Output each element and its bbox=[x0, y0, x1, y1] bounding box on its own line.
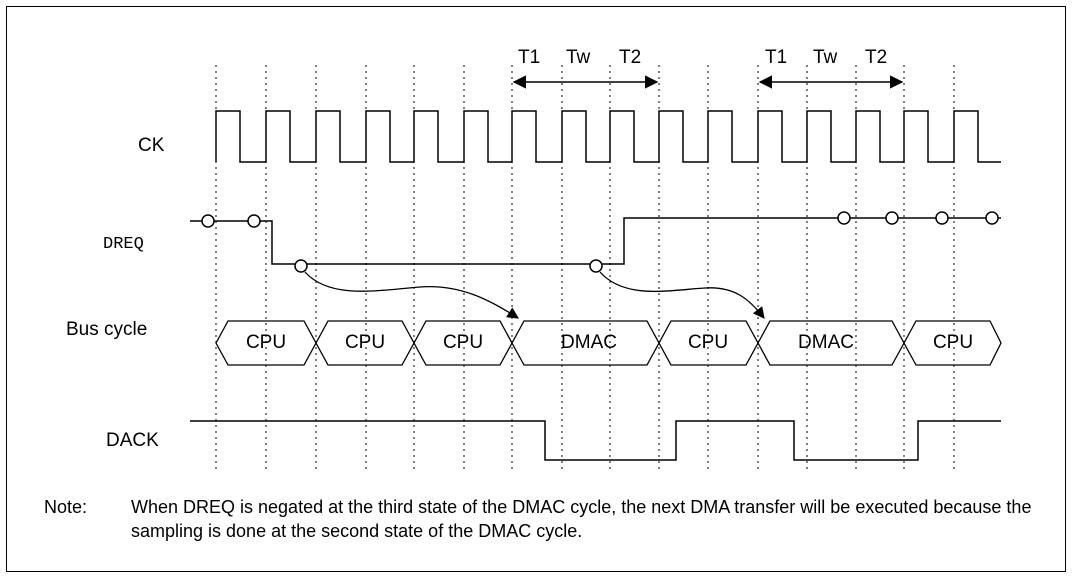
sample-circle bbox=[837, 211, 851, 225]
dreq-label: DREQ bbox=[103, 235, 144, 254]
dreq-waveform bbox=[190, 217, 1001, 265]
sampling-arrow-2 bbox=[599, 271, 765, 319]
ck-label: CK bbox=[138, 135, 165, 156]
dack-label: DACK bbox=[106, 430, 159, 451]
ck-waveform bbox=[215, 110, 1001, 163]
sample-circle bbox=[247, 214, 261, 228]
bus-cycle-shapes bbox=[215, 320, 1002, 366]
state-label-t1: T1 bbox=[765, 47, 788, 68]
state-label-t1: T1 bbox=[518, 47, 541, 68]
sampling-arrow-1 bbox=[304, 271, 519, 319]
bus-cycle-text: CPU bbox=[245, 332, 287, 353]
note-head: Note: bbox=[44, 497, 88, 517]
bus-cycle-text: CPU bbox=[344, 332, 386, 353]
bus-cycle-text: CPU bbox=[442, 332, 484, 353]
sample-circle bbox=[935, 211, 949, 225]
bus-cycle-label: Bus cycle bbox=[66, 319, 148, 340]
grid-lines bbox=[215, 65, 955, 470]
dreq-sample-points bbox=[201, 211, 999, 273]
sample-circle bbox=[885, 211, 899, 225]
bus-segment bbox=[903, 320, 1002, 366]
sample-circle bbox=[294, 259, 308, 273]
state-label-t2: T2 bbox=[865, 47, 888, 68]
bus-cycle-text: DMAC bbox=[798, 332, 854, 353]
bus-cycle-text: DMAC bbox=[561, 332, 617, 353]
state-label-tw: Tw bbox=[813, 47, 838, 68]
sample-circle bbox=[985, 211, 999, 225]
bus-cycle-text: CPU bbox=[687, 332, 729, 353]
bus-cycle-text: CPU bbox=[932, 332, 974, 353]
sample-circle bbox=[589, 259, 603, 273]
note-body: When DREQ is negated at the third state … bbox=[131, 497, 1032, 541]
state-label-tw: Tw bbox=[566, 47, 591, 68]
sample-circle bbox=[201, 214, 215, 228]
state-label-t2: T2 bbox=[619, 47, 642, 68]
dack-waveform bbox=[190, 420, 1001, 461]
diagram-frame bbox=[6, 6, 1066, 572]
